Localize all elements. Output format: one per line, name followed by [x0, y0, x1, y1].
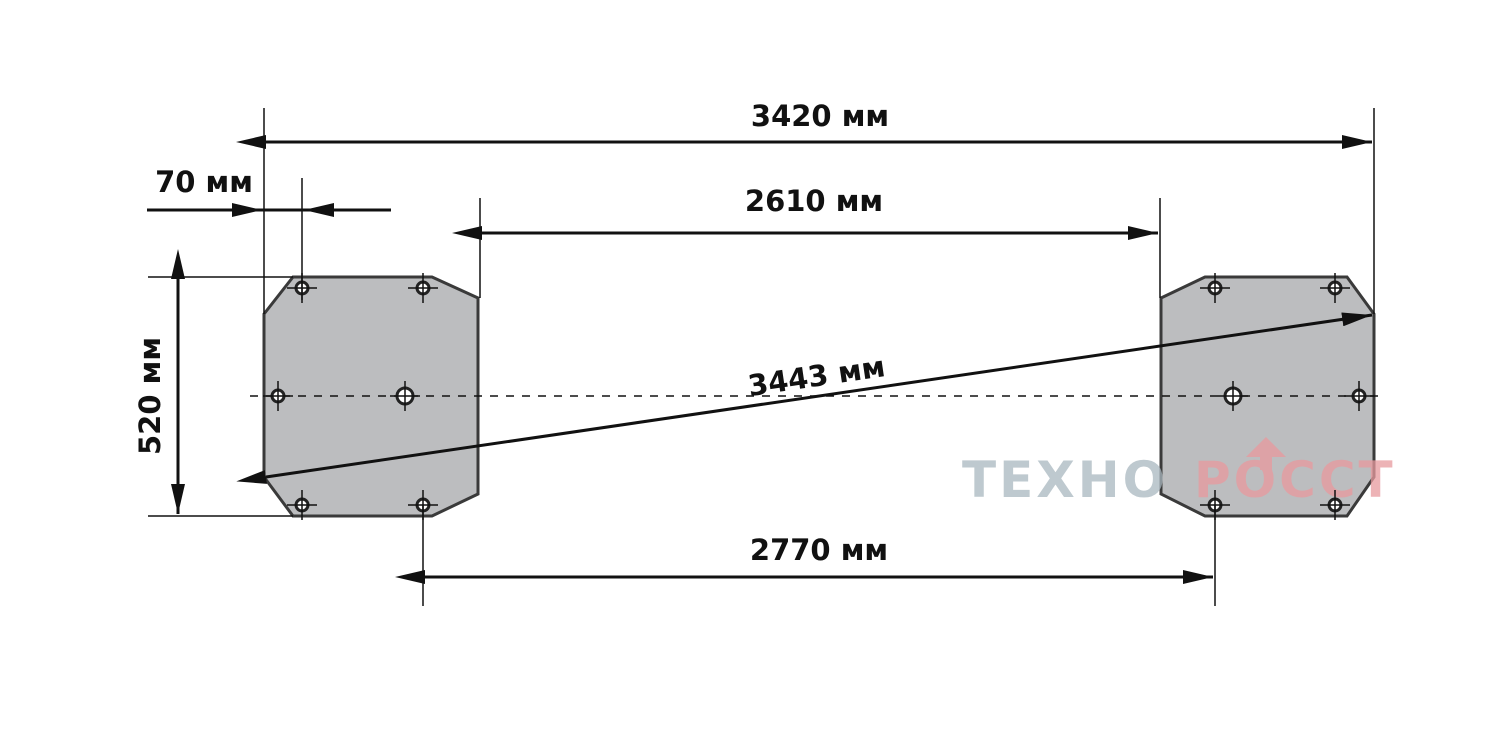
bolt-hole-icon	[408, 273, 438, 303]
dim-line-3443	[236, 312, 1373, 484]
bolt-hole-icon	[1320, 490, 1350, 520]
label-plate-width: 520 мм	[133, 337, 167, 455]
label-offset: 70 мм	[155, 165, 253, 199]
label-overall-length: 3420 мм	[751, 99, 889, 133]
bolt-hole-icon	[287, 490, 317, 520]
bolt-hole-icon	[1320, 273, 1350, 303]
label-hole-spacing: 2770 мм	[750, 533, 888, 567]
watermark-part1: ТЕХНО	[962, 451, 1168, 509]
watermark-part2: РОССТ	[1194, 451, 1396, 509]
bolt-hole-icon	[1200, 273, 1230, 303]
label-inner-gap: 2610 мм	[745, 184, 883, 218]
